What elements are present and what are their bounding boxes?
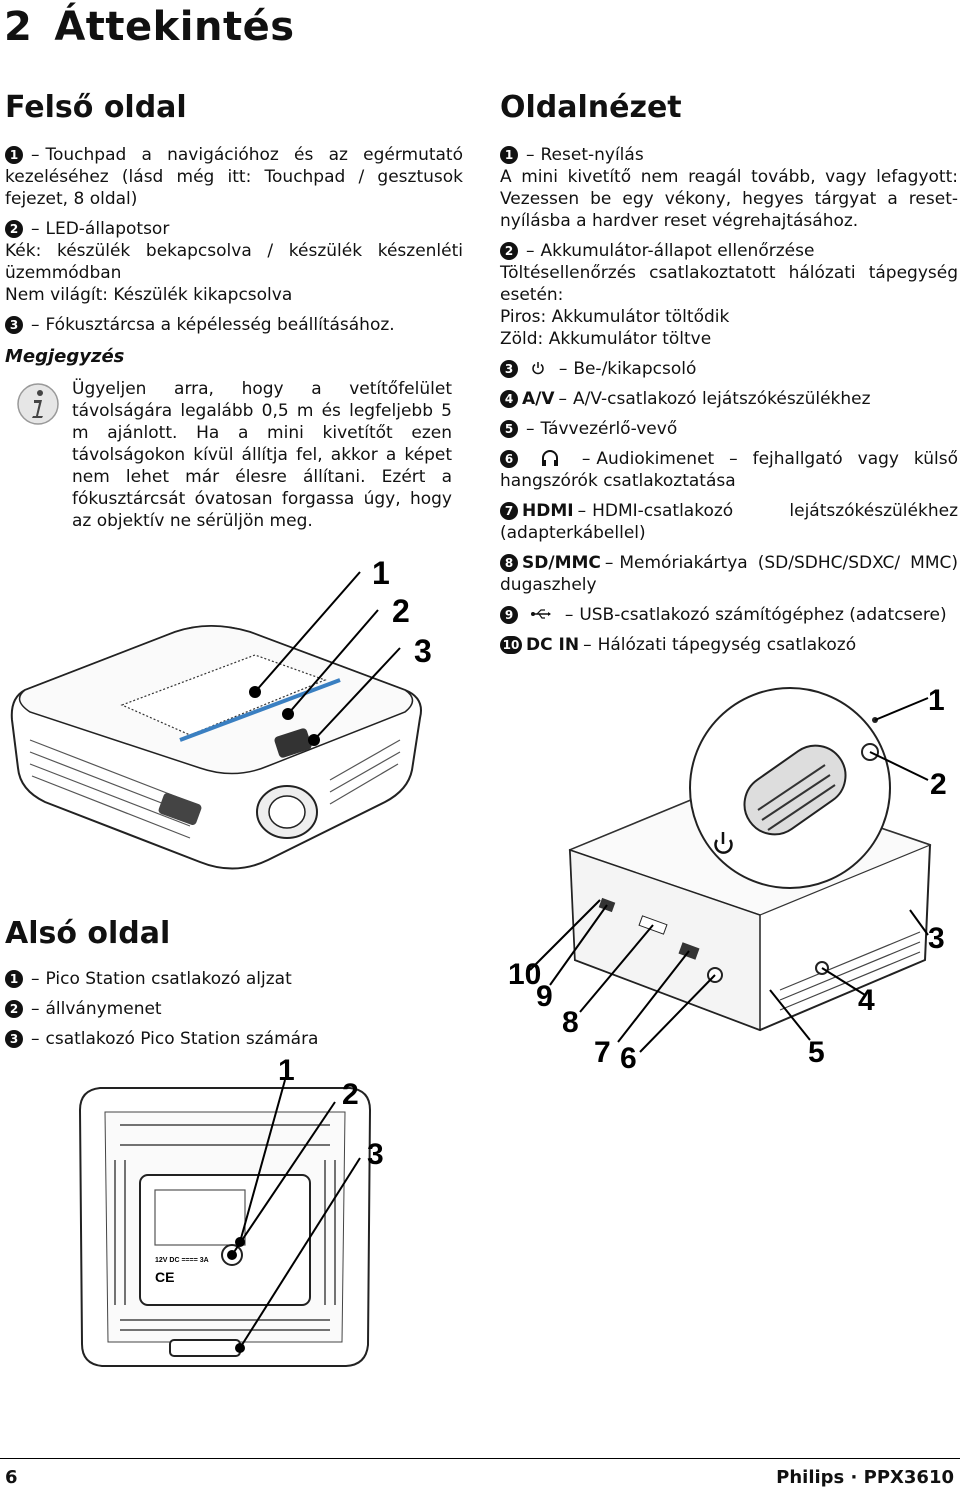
projector-top-illustration: 1 2 3	[10, 555, 432, 870]
callout-9: 9	[536, 980, 553, 1013]
list-item-detail: Töltésellenőrzés csatlakoztatott hálózat…	[500, 263, 958, 305]
bottom-side-list: 1–Pico Station csatlakozó aljzat 2–állvá…	[5, 968, 463, 1050]
section-heading-top: Felső oldal	[5, 90, 187, 125]
list-item-detail: Nem világít: Készülék kikapcsolva	[5, 285, 293, 305]
callout-10: 10	[508, 958, 541, 991]
callout-8: 8	[562, 1006, 579, 1039]
list-item: 2–állványmenet	[5, 998, 463, 1020]
callout-3: 3	[367, 1138, 384, 1171]
power-label: 12V DC ==== 3A	[155, 1257, 209, 1264]
headphones-icon	[541, 450, 558, 466]
list-item: 5–Távvezérlő-vevő	[500, 418, 958, 440]
top-side-list: 1–Touchpad a navigációhoz és az egérmuta…	[5, 144, 463, 336]
power-icon	[532, 362, 545, 375]
list-item: 2–LED-állapotsor	[5, 218, 463, 240]
callout-7: 7	[594, 1036, 611, 1069]
callout-4: 4	[858, 984, 875, 1017]
note-text: Ügyeljen arra, hogy a vetítőfelület távo…	[72, 379, 452, 531]
side-view-list: 1–Reset-nyílás A mini kivetítő nem reagá…	[500, 144, 958, 656]
callout-5: 5	[808, 1036, 825, 1069]
callout-3: 3	[928, 922, 945, 955]
list-item-detail: Kék: készülék bekapcsolva / készülék kés…	[5, 241, 463, 283]
list-item: 1–Reset-nyílás	[500, 144, 958, 166]
section-heading-side: Oldalnézet	[500, 90, 682, 125]
usb-icon	[531, 609, 552, 619]
footer-product: Philips · PPX3610	[776, 1467, 954, 1488]
list-item: 2–Akkumulátor-állapot ellenőrzése	[500, 240, 958, 262]
list-item: 3 –Be-/kikapcsoló	[500, 358, 958, 380]
list-item-detail: A mini kivetítő nem reagál tovább, vagy …	[500, 167, 958, 231]
list-item: 1–Pico Station csatlakozó aljzat	[5, 968, 463, 990]
list-item: 3–Fókusztárcsa a képélesség beállításáho…	[5, 314, 463, 336]
callout-1: 1	[278, 1054, 295, 1087]
list-item-detail: Piros: Akkumulátor töltődik	[500, 307, 730, 327]
callout-2: 2	[930, 768, 947, 801]
svg-text:CE: CE	[155, 1269, 174, 1285]
list-item: 6 –Audiokimenet – fejhallgató vagy külső…	[500, 449, 958, 491]
list-item: 1–Touchpad a navigációhoz és az egérmuta…	[5, 145, 463, 209]
footer-rule	[0, 1458, 960, 1459]
callout-6: 6	[620, 1042, 637, 1070]
list-item: 9 –USB-csatlakozó számítógéphez (adatcse…	[500, 604, 958, 626]
list-item-detail: Zöld: Akkumulátor töltve	[500, 329, 712, 349]
callout-3: 3	[414, 633, 432, 669]
info-icon	[17, 383, 59, 425]
projector-bottom-illustration: 12V DC ==== 3A CE 1 2 3	[78, 1054, 384, 1367]
section-heading-bottom: Alsó oldal	[5, 916, 171, 951]
note-title: Megjegyzés	[5, 346, 125, 367]
list-item: 3–csatlakozó Pico Station számára	[5, 1028, 463, 1050]
callout-2: 2	[342, 1078, 359, 1111]
callout-1: 1	[928, 684, 945, 717]
callout-2: 2	[392, 593, 410, 629]
callout-1: 1	[372, 555, 390, 591]
page-number: 6	[5, 1467, 18, 1488]
projector-side-illustration: 1 2 3 4 5 6 7 8 9 10	[508, 684, 947, 1070]
